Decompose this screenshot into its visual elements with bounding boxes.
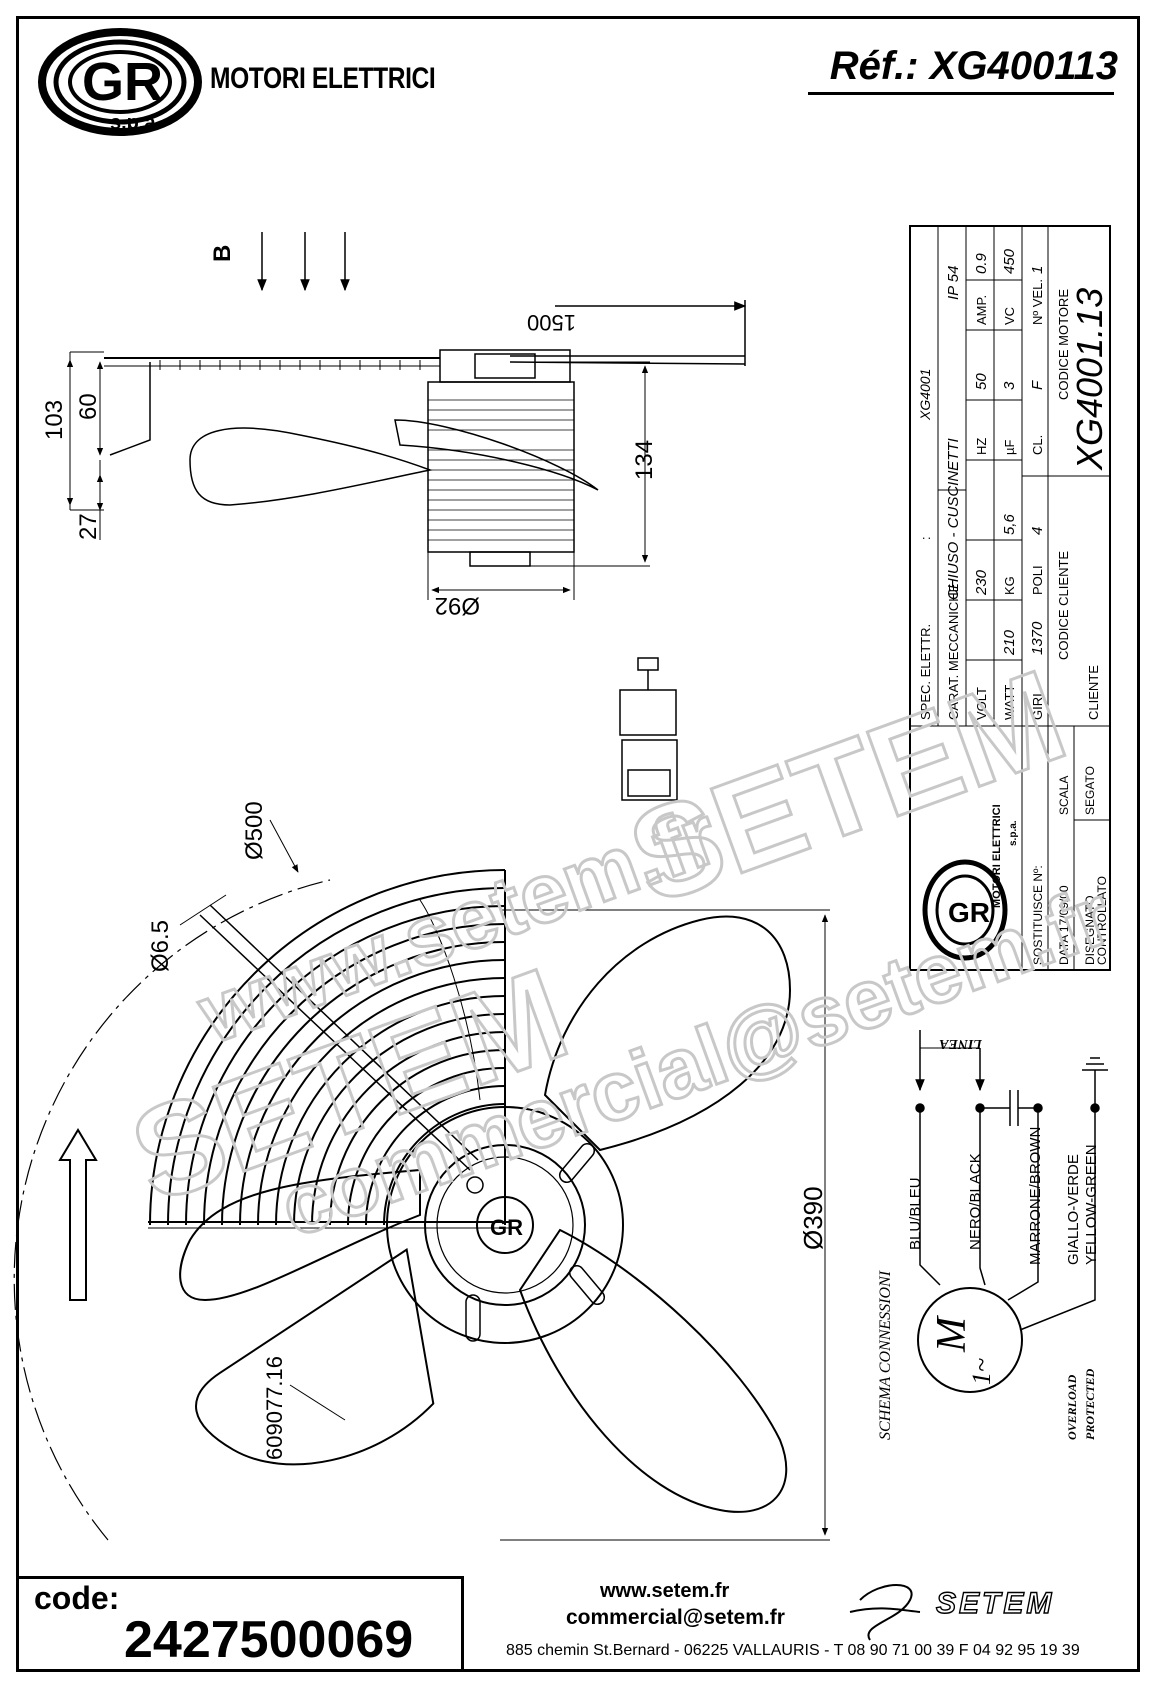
amp-value: 0.9 bbox=[973, 252, 990, 274]
footer-email[interactable]: commercial@setem.fr bbox=[566, 1606, 785, 1629]
volt-value: 230 bbox=[973, 569, 990, 596]
logo-subtitle: s.p.a bbox=[110, 112, 156, 134]
codice-motore-label: CODICE MOTORE bbox=[1056, 289, 1071, 400]
drawing-reference: Réf.: XG400113 bbox=[829, 44, 1118, 88]
setem-logo-mark bbox=[849, 1584, 921, 1641]
poli-value: 4 bbox=[1029, 527, 1046, 535]
wiring-schematic: LINEA M 1~ BLU/BLEU NERO/BLACK MARRONE/B… bbox=[877, 1030, 1108, 1440]
wire-blue-label: BLU/BLEU bbox=[907, 1177, 924, 1250]
schema-title: SCHEMA CONNESSIONI bbox=[877, 1270, 894, 1440]
vc-label: VC bbox=[1002, 307, 1017, 325]
front-view: Ø500 Ø6.5 GR Ø390 609077.16 bbox=[13, 801, 830, 1541]
wire-black-label: NERO/BLACK bbox=[967, 1153, 984, 1250]
watt-value: 210 bbox=[1001, 629, 1018, 656]
spec-elettr-label: SPEC. ELETTR. bbox=[918, 624, 933, 720]
nvel-value: 1 bbox=[1029, 266, 1046, 274]
hz-label: HZ bbox=[974, 438, 989, 455]
poli-label: POLI bbox=[1030, 565, 1045, 595]
overload-label-1: OVERLOAD bbox=[1065, 1374, 1079, 1440]
cl-value: F bbox=[1029, 380, 1046, 390]
fan-blades bbox=[179, 899, 792, 1513]
brand-name: MOTORI ELETTRICI bbox=[210, 62, 436, 95]
airflow-direction-label: B bbox=[209, 245, 236, 262]
ip-rating: IP 54 bbox=[945, 266, 962, 300]
volt-label: VOLT bbox=[974, 687, 989, 720]
cliente-label: CLIENTE bbox=[1086, 665, 1101, 720]
spec-elettr-value: XG4001 bbox=[917, 369, 933, 421]
cl-label: CL. bbox=[1030, 435, 1045, 455]
capacitor-connector bbox=[619, 657, 678, 801]
motor-phase: 1~ bbox=[967, 1358, 996, 1385]
scala-label: SCALA bbox=[1057, 776, 1071, 815]
linea-label: LINEA bbox=[939, 1036, 983, 1051]
gr-logo: GR bbox=[38, 28, 202, 136]
footer-website[interactable]: www.setem.fr bbox=[600, 1580, 730, 1602]
hub-logo: GR bbox=[490, 1215, 523, 1240]
disegnato-value: SEGATO bbox=[1083, 766, 1097, 815]
drawing-sheet bbox=[16, 16, 1140, 1672]
vc-value: 450 bbox=[1001, 248, 1018, 274]
codice-cliente-label: CODICE CLIENTE bbox=[1056, 551, 1071, 660]
length-134-dim: 134 bbox=[631, 440, 658, 480]
airflow-arrows bbox=[257, 232, 350, 292]
wire-ground-en-label: YELLOW-GREEN bbox=[1083, 1144, 1100, 1265]
wire-brown-label: MARRONE/BROWN bbox=[1027, 1127, 1044, 1265]
side-view: B 1500 bbox=[41, 232, 747, 619]
height-103-dim: 103 bbox=[41, 400, 68, 440]
giri-value: 1370 bbox=[1029, 621, 1046, 655]
code-value: 2427500069 bbox=[124, 1611, 414, 1669]
kg-label: KG bbox=[1002, 576, 1017, 595]
stamp-logo: GR bbox=[922, 859, 1008, 961]
hole-diameter-dim: Ø6.5 bbox=[147, 920, 174, 972]
reference-underline bbox=[808, 92, 1114, 95]
watermark-brand-right: SETEM bbox=[612, 641, 1083, 931]
uf-label: µF bbox=[1002, 440, 1017, 455]
stamp-logo-letters: GR bbox=[948, 897, 990, 928]
code-label: code: bbox=[34, 1580, 120, 1616]
disegnato-label: DISEGNATO bbox=[1083, 895, 1097, 965]
footer-address: 885 chemin St.Bernard - 06225 VALLAURIS … bbox=[506, 1642, 1080, 1659]
logo-letters: GR bbox=[82, 52, 163, 112]
giri-label: GIRI bbox=[1030, 693, 1045, 720]
height-27-dim: 27 bbox=[75, 513, 102, 540]
height-60-dim: 60 bbox=[75, 393, 102, 420]
overload-label-2: PROTECTED bbox=[1083, 1368, 1097, 1440]
codice-motore-value: XG4001.13 bbox=[1069, 288, 1110, 471]
data-label: DATA 17/09/00 bbox=[1057, 885, 1071, 965]
blade-diameter-dim: Ø390 bbox=[798, 1186, 828, 1250]
guard-grille bbox=[149, 869, 506, 1226]
cable-length-dim: 1500 bbox=[527, 310, 576, 335]
sostituisce-label: SOSTITUISCE Nº: bbox=[1031, 865, 1045, 965]
amp-label: AMP. bbox=[974, 295, 989, 325]
stamp-sub: s.p.a. bbox=[1008, 820, 1019, 846]
carat-meccaniche-value: CHIUSO - CUSCINETTI bbox=[945, 438, 962, 600]
hz-value: 50 bbox=[973, 373, 990, 390]
grille-diameter-dim: Ø500 bbox=[241, 801, 268, 860]
title-block: SPEC. ELETTR. : XG4001 CARAT. MECCANICHE… bbox=[909, 225, 1111, 971]
controllato-label: CONTROLLATO bbox=[1095, 876, 1109, 965]
kg-value: 5,6 bbox=[1001, 513, 1018, 535]
nvel-label: Nº VEL. bbox=[1030, 279, 1045, 325]
spec-elettr-separator: : bbox=[918, 536, 933, 540]
wire-ground-it-label: GIALLO-VERDE bbox=[1065, 1154, 1082, 1265]
setem-brand: SETEM bbox=[935, 1586, 1055, 1620]
code-box bbox=[16, 1576, 464, 1672]
motor-symbol: M bbox=[929, 1315, 975, 1353]
blade-part-number: 609077.16 bbox=[262, 1356, 287, 1460]
watt-label: WATT bbox=[1002, 685, 1017, 720]
uf-value: 3 bbox=[1001, 381, 1018, 390]
carat-meccaniche-label: CARAT. MECCANICHE bbox=[946, 583, 961, 720]
diameter-92-dim: Ø92 bbox=[435, 592, 480, 619]
